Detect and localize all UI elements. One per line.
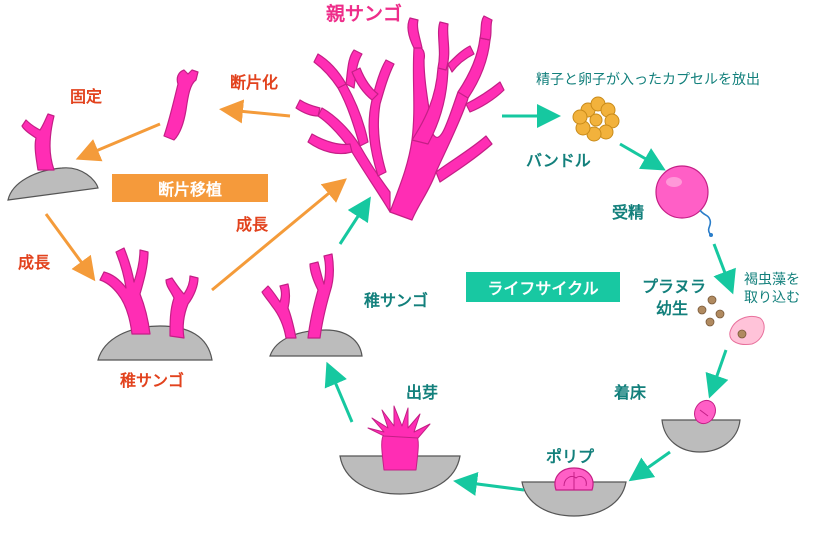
fixation-label: 固定 [70,87,103,106]
budding-polyp [339,405,461,495]
settlement-label: 着床 [614,383,647,402]
zooxanthellae-label-line2: 取り込む [744,290,800,306]
juvenile-coral-left-label: 稚サンゴ [120,371,185,390]
zooxanthellae-label-line1: 褐虫藻を [744,272,800,288]
release-capsule-label: 精子と卵子が入ったカプセルを放出 [536,72,760,88]
fragmentation-label: 断片化 [230,73,279,92]
polyp [521,467,627,517]
budding-label: 出芽 [406,383,439,402]
fragment-transplant-box: 断片移植 [112,174,268,202]
lifecycle-arrows [324,104,736,496]
life-cycle-box: ライフサイクル [466,272,620,302]
planula-label-line1: プラヌラ [642,277,707,296]
bundle [572,96,620,142]
planula-larva [697,295,765,345]
fragmentation-arrows [44,99,347,292]
bundle-label: バンドル [526,151,591,170]
fertilization-label: 受精 [612,203,645,222]
fertilized-egg [655,165,713,237]
parent-coral [295,15,505,221]
coral-fragment [163,69,199,141]
polyp-label: ポリプ [546,447,595,466]
growth-label-left: 成長 [18,253,51,272]
juvenile-coral-right [261,253,363,357]
fixed-fragment [7,113,99,201]
juvenile-coral-left [97,247,213,361]
growth-label-middle: 成長 [236,215,269,234]
parent-coral-label: 親サンゴ [326,3,403,25]
settlement-rock [661,399,741,453]
juvenile-coral-right-label: 稚サンゴ [364,291,429,310]
planula-label-line2: 幼生 [656,299,689,318]
